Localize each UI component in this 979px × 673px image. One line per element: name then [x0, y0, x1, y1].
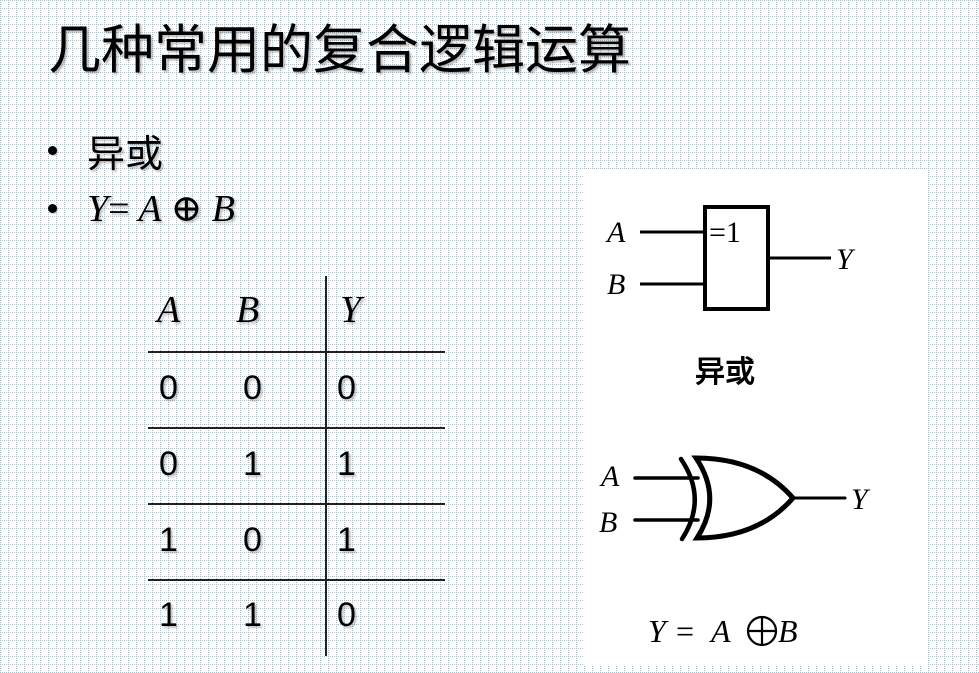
gate-input-b-label: B: [599, 506, 617, 539]
xor-operator-icon: ⊕: [170, 187, 203, 230]
slide-title: 几种常用的复合逻辑运算: [48, 20, 631, 81]
bullet-item-xor: 异或: [48, 126, 163, 176]
formula-b: B: [211, 187, 235, 230]
formula-equals: =: [108, 187, 130, 230]
xor-distinctive-symbol: [633, 455, 847, 542]
xor-gate-diagram: A B =1 Y 异或 A B Y Y = A B: [599, 205, 871, 649]
gate-formula-b: B: [778, 613, 798, 649]
bullet-dot-icon: [48, 203, 57, 213]
bullet-item-formula: Y= A ⊕ B: [48, 184, 235, 232]
xor-formula: Y= A ⊕ B: [87, 186, 235, 231]
xor-box-symbol: [640, 205, 831, 311]
formula-a: A: [138, 187, 161, 230]
gate-input-a-label: A: [599, 460, 620, 493]
gate-formula: Y = A B: [648, 613, 798, 649]
bullet-dot-icon: [48, 145, 57, 155]
box-output-y-label: Y: [836, 243, 856, 276]
gate-formula-equals: =: [676, 613, 694, 649]
bullet-text: 异或: [87, 131, 164, 176]
box-input-a-label: A: [605, 216, 626, 249]
box-input-b-label: B: [607, 268, 625, 301]
gate-formula-a: A: [709, 613, 731, 649]
xor-operator-icon: [746, 615, 778, 647]
box-function-label: =1: [709, 216, 741, 249]
xor-gate-figure: A B =1 Y 异或 A B Y Y = A B: [583, 170, 928, 665]
formula-lhs: Y: [87, 187, 109, 230]
gate-formula-lhs: Y: [648, 613, 669, 649]
box-caption: 异或: [695, 355, 755, 390]
gate-output-y-label: Y: [851, 483, 871, 516]
